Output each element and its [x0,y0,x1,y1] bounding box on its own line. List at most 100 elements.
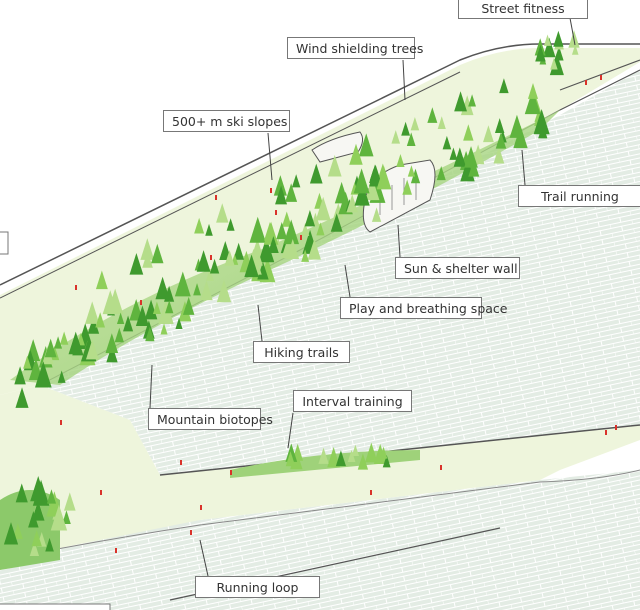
tree-icon [493,146,505,164]
label-mountain-biotopes: Mountain biotopes [148,408,273,430]
tree-icon [454,91,467,112]
tree-icon [406,132,416,147]
tree-icon [542,37,556,58]
lower-terrace [0,385,640,560]
tree-icon [12,523,23,539]
tree-icon [95,270,108,290]
tree-icon [29,541,40,556]
person-icon [180,460,182,465]
tree-icon [45,537,54,552]
tree-icon [46,489,57,504]
tree-icon [379,446,388,459]
tree-icon [315,196,331,221]
tree-icon [483,125,494,143]
tree-icon [275,185,288,205]
tree-icon [301,222,310,236]
tree-icon [142,251,153,268]
trees [3,30,580,556]
tree-icon [145,326,155,342]
person-icon [440,465,442,470]
label-wind-shielding-trees: Wind shielding trees [287,37,423,59]
tree-icon [437,116,446,130]
tree-icon [57,370,66,383]
tree-icon [193,283,201,296]
tree-icon [353,168,370,194]
person-icon [215,195,217,200]
person-icon [100,490,102,495]
person-icon [585,80,587,85]
tree-icon [368,165,383,187]
label-running-loop: Running loop [195,576,320,598]
tree-icon [152,301,161,314]
tree-icon [87,315,100,334]
tree-icon [160,323,168,335]
tree-icon [3,522,19,545]
tree-icon [244,254,259,278]
tree-icon [533,108,550,135]
label-play-breathing-space: Play and breathing space [340,297,507,319]
tree-icon [123,315,134,332]
tree-icon [335,450,346,467]
tree-icon [346,194,358,213]
tree-icon [365,442,378,463]
tree-icon [15,483,28,503]
tree-icon [62,510,71,524]
tree-icon [151,243,164,264]
tree-icon [382,454,391,468]
facade-wall [40,70,640,475]
tree-icon [283,219,300,245]
tree-icon [371,207,382,222]
tree-icon [571,44,579,55]
tree-icon [209,258,220,274]
tree-icon [327,447,341,468]
tree-icon [31,530,42,547]
tree-icon [205,223,213,236]
person-icon [370,490,372,495]
tree-icon [396,153,405,167]
tree-icon [463,124,474,141]
tree-icon [59,331,69,345]
tree-icon [255,254,263,266]
tree-icon [34,361,52,388]
tree-icon [365,177,380,201]
tree-icon [543,34,552,46]
tree-icon [535,45,546,62]
tree-icon [357,453,369,470]
tree-icon [285,183,298,202]
tree-icon [349,143,363,165]
label-street-fitness: Street fitness [458,0,588,19]
tree-icon [550,57,558,70]
tree-icon [538,123,548,139]
tree-icon [330,213,343,232]
tree-icon [273,175,287,196]
tree-icon [427,107,438,123]
person-icon [60,420,62,425]
tree-icon [307,238,321,260]
label-hiking-trails: Hiking trails [253,341,350,363]
tree-icon [23,355,32,369]
tree-icon [309,163,323,184]
tree-icon [334,181,349,204]
tree-icon [116,312,125,324]
people [60,75,617,553]
person-icon [275,210,277,215]
person-icon [75,285,77,290]
tree-icon [304,210,316,227]
tree-icon [402,179,412,195]
callout-lines [149,17,576,577]
tree-icon [129,253,144,275]
tree-icon [31,500,45,521]
label-sun-shelter-wall: Sun & shelter wall [395,257,520,279]
tree-icon [410,116,420,131]
tree-icon [468,94,476,107]
tree-icon [14,366,26,385]
tree-icon [263,221,279,245]
tree-icon [268,236,279,254]
person-icon [270,188,272,193]
tree-icon [68,331,83,355]
tree-icon [351,444,360,457]
tree-icon [200,280,213,301]
tree-icon [354,181,370,206]
tree-icon [63,492,76,511]
